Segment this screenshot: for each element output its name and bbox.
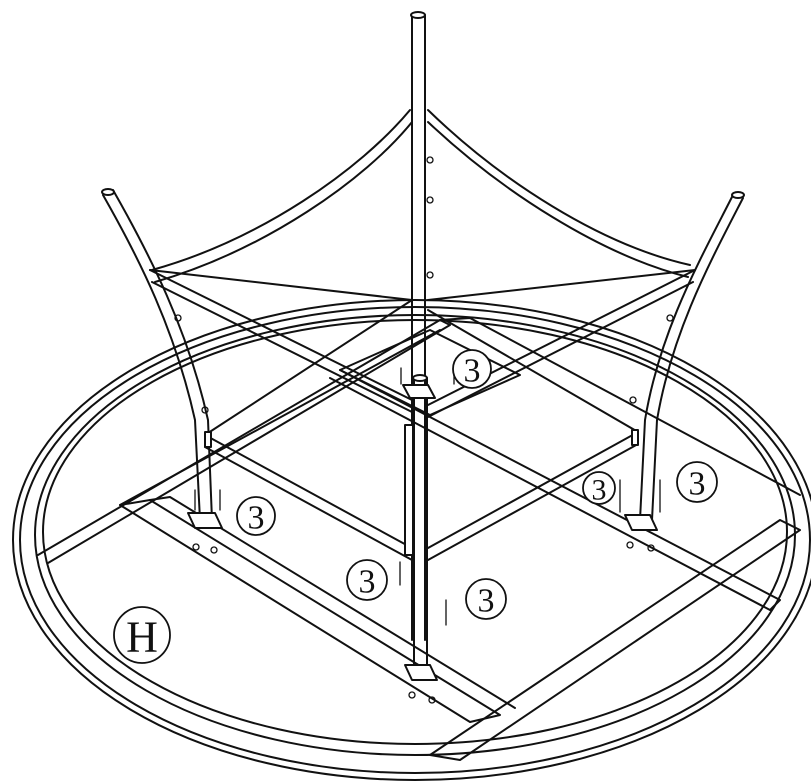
part-label-h: H [113,606,171,664]
table-top-rim [12,299,811,781]
callout-front-b-label: 3 [478,583,495,620]
part-label-text: H [126,613,158,662]
callout-right-b: 3 [676,461,718,503]
callout-center: 3 [452,349,492,390]
callout-right-b-label: 3 [689,466,706,503]
callout-center-label: 3 [464,353,481,390]
callout-left: 3 [236,496,276,537]
callout-front-a-label: 3 [359,564,376,601]
callout-right-a: 3 [582,471,616,507]
callout-right-a-label: 3 [592,474,607,507]
support-boards [37,317,801,761]
callout-front-b: 3 [465,578,507,620]
leg-frame [101,11,745,671]
callout-front-a: 3 [346,559,388,601]
callout-left-label: 3 [248,500,265,537]
